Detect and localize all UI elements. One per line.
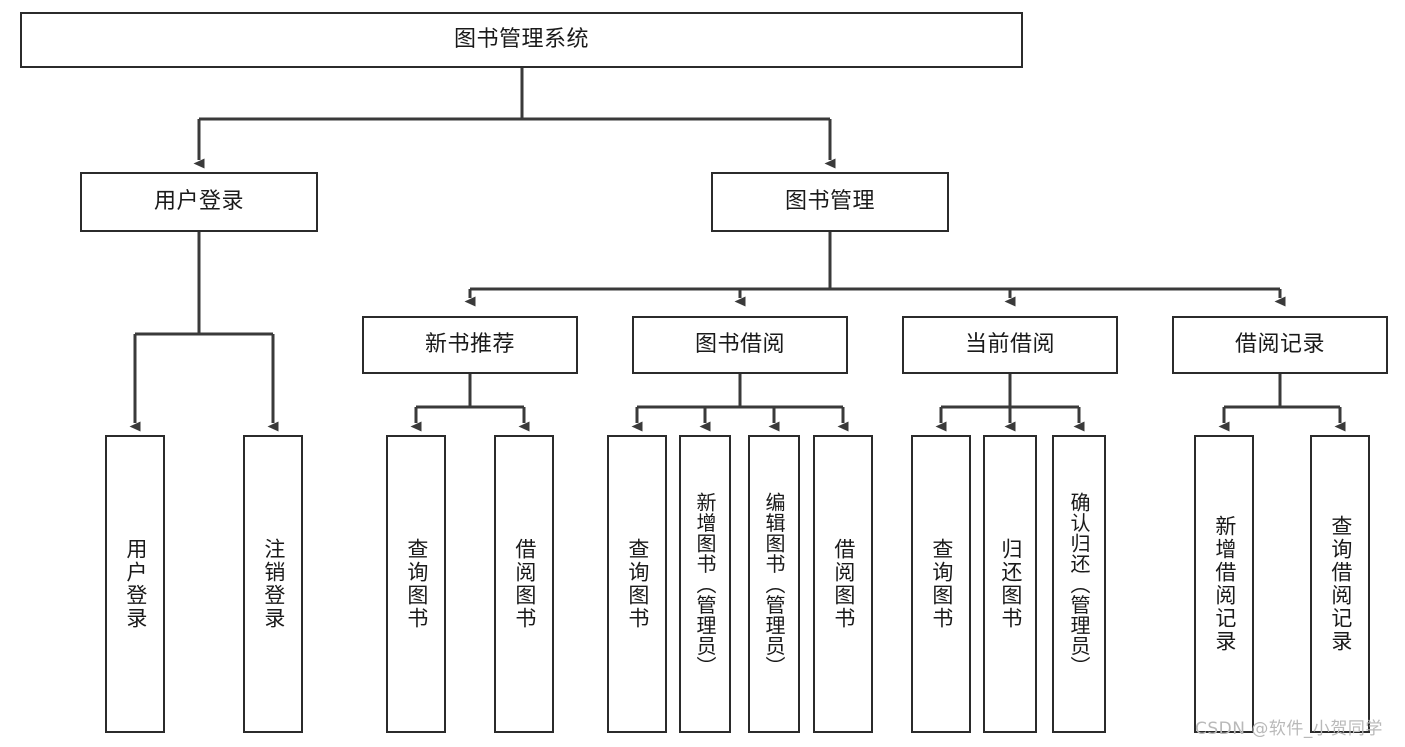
- leaf-new-book-query-book[interactable]: 查询图书: [386, 435, 446, 733]
- leaf-current-borrow-confirm-return-admin[interactable]: 确认归还（管理员）: [1052, 435, 1106, 733]
- leaf-book-borrow-edit-book-admin[interactable]: 编辑图书（管理员）: [748, 435, 800, 733]
- leaf-book-borrow-borrow-book[interactable]: 借阅图书: [813, 435, 873, 733]
- leaf-current-borrow-query-book[interactable]: 查询图书: [911, 435, 971, 733]
- leaf-borrow-record-query-record[interactable]: 查询借阅记录: [1310, 435, 1370, 733]
- leaf-borrow-record-add-record[interactable]: 新增借阅记录: [1194, 435, 1254, 733]
- node-root-book-management-system[interactable]: 图书管理系统: [20, 12, 1023, 68]
- node-book-borrow[interactable]: 图书借阅: [632, 316, 848, 374]
- leaf-book-borrow-add-book-admin[interactable]: 新增图书（管理员）: [679, 435, 731, 733]
- node-book-management[interactable]: 图书管理: [711, 172, 949, 232]
- leaf-new-book-borrow-book[interactable]: 借阅图书: [494, 435, 554, 733]
- leaf-current-borrow-return-book[interactable]: 归还图书: [983, 435, 1037, 733]
- leaf-user-login-logout[interactable]: 注销登录: [243, 435, 303, 733]
- node-current-borrow[interactable]: 当前借阅: [902, 316, 1118, 374]
- node-borrow-record[interactable]: 借阅记录: [1172, 316, 1388, 374]
- node-user-login[interactable]: 用户登录: [80, 172, 318, 232]
- csdn-watermark: CSDN @软件_小贺同学: [1195, 719, 1383, 739]
- leaf-user-login-login[interactable]: 用户登录: [105, 435, 165, 733]
- leaf-book-borrow-query-book[interactable]: 查询图书: [607, 435, 667, 733]
- node-new-book-recommend[interactable]: 新书推荐: [362, 316, 578, 374]
